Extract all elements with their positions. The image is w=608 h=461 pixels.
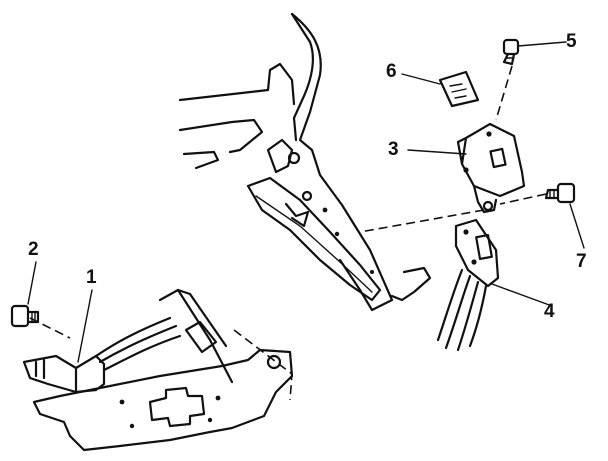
callout-3: 3 (388, 139, 399, 160)
chassis-frame (178, 12, 432, 312)
callout-2: 2 (28, 239, 39, 260)
part-5-screw (502, 38, 520, 66)
callout-7: 7 (576, 251, 587, 272)
part-6-label (438, 70, 480, 108)
part-7-screw (544, 182, 576, 204)
callout-6: 6 (386, 61, 397, 82)
callout-5: 5 (566, 31, 577, 52)
leader-lines (27, 41, 585, 363)
callout-1: 1 (86, 267, 97, 288)
part-1-switch (22, 316, 182, 394)
callout-4: 4 (544, 301, 555, 322)
part-3-bracket (456, 122, 526, 214)
part-4-switch (436, 218, 500, 352)
lower-chassis-plate (32, 288, 294, 452)
part-2-screw (10, 304, 40, 328)
